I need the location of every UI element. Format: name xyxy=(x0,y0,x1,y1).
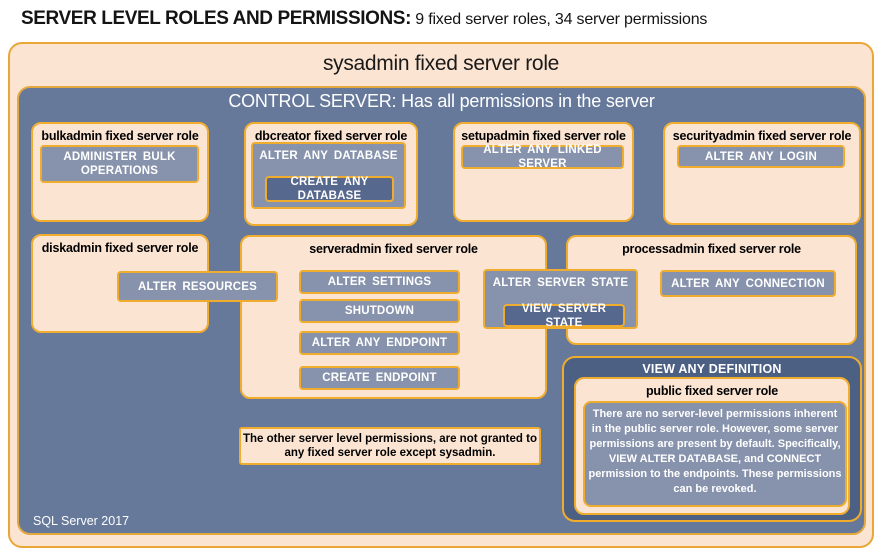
permission-shutdown: SHUTDOWN xyxy=(299,299,460,323)
permission-alter-any-endpoint: ALTER ANY ENDPOINT xyxy=(299,331,460,355)
securityadmin-role-box: securityadmin fixed server role xyxy=(663,122,861,225)
securityadmin-role-title: securityadmin fixed server role xyxy=(672,129,852,143)
page-title-sub: 9 fixed server roles, 34 server permissi… xyxy=(411,11,708,28)
public-role-box: public fixed server role There are no se… xyxy=(574,377,850,515)
sysadmin-role-label: sysadmin fixed server role xyxy=(322,52,560,75)
diskadmin-role-title: diskadmin fixed server role xyxy=(41,241,199,255)
control-server-label: CONTROL SERVER: Has all permissions in t… xyxy=(228,91,655,111)
page-title-main: SERVER LEVEL ROLES AND PERMISSIONS: xyxy=(21,8,412,29)
page-title: SERVER LEVEL ROLES AND PERMISSIONS: 9 fi… xyxy=(21,8,861,30)
permission-create-any-database: CREATE ANY DATABASE xyxy=(265,176,394,202)
permission-view-any-definition-label: VIEW ANY DEFINITION xyxy=(642,362,782,376)
permission-create-endpoint: CREATE ENDPOINT xyxy=(299,366,460,390)
permission-alter-any-database: ALTER ANY DATABASE CREATE ANY DATABASE xyxy=(251,142,406,209)
dbcreator-role-title: dbcreator fixed server role xyxy=(254,129,408,143)
permission-alter-any-connection: ALTER ANY CONNECTION xyxy=(660,270,836,297)
permission-alter-any-database-label: ALTER ANY DATABASE xyxy=(259,150,398,162)
permission-administer-bulk-operations: ADMINISTER BULK OPERATIONS xyxy=(40,145,199,183)
processadmin-role-title: processadmin fixed server role xyxy=(622,242,801,256)
setupadmin-role-box: setupadmin fixed server role xyxy=(453,122,634,222)
permission-alter-any-login: ALTER ANY LOGIN xyxy=(677,145,845,168)
other-permissions-note: The other server level permissions, are … xyxy=(239,427,541,465)
permission-alter-any-linked-server: ALTER ANY LINKED SERVER xyxy=(461,144,624,170)
permission-alter-resources: ALTER RESOURCES xyxy=(117,271,278,302)
permission-alter-server-state: ALTER SERVER STATE VIEW SERVER STATE xyxy=(483,269,638,329)
public-role-description: There are no server-level permissions in… xyxy=(583,401,847,507)
sql-server-version-label: SQL Server 2017 xyxy=(33,514,130,528)
view-any-definition-box: VIEW ANY DEFINITION public fixed server … xyxy=(562,356,862,522)
public-role-title: public fixed server role xyxy=(645,384,779,398)
permission-view-server-state: VIEW SERVER STATE xyxy=(503,303,625,329)
permission-alter-settings: ALTER SETTINGS xyxy=(299,270,460,294)
bulkadmin-role-title: bulkadmin fixed server role xyxy=(41,129,199,143)
permission-alter-server-state-label: ALTER SERVER STATE xyxy=(492,277,629,289)
setupadmin-role-title: setupadmin fixed server role xyxy=(461,129,626,143)
serveradmin-role-title: serveradmin fixed server role xyxy=(309,242,478,256)
